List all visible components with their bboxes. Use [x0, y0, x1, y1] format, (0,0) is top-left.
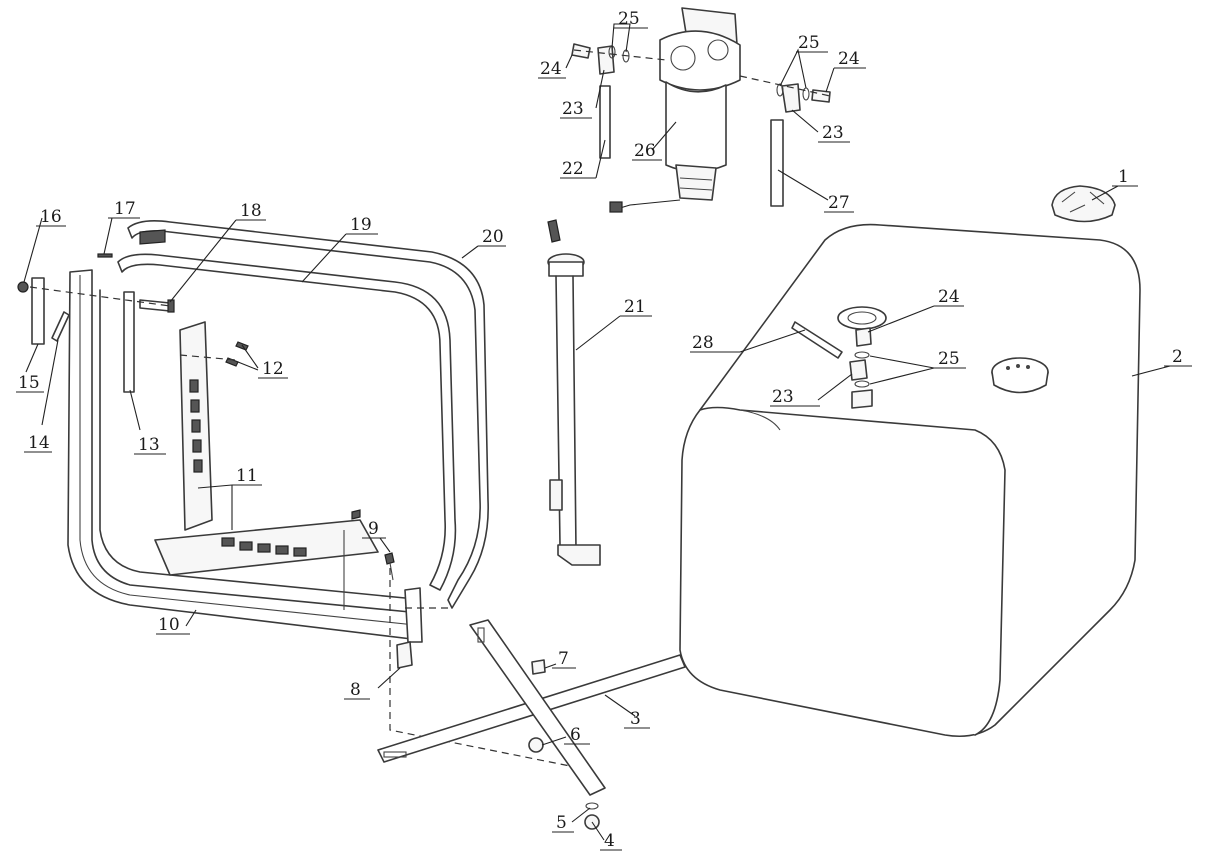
callout-19: 19 [350, 215, 372, 235]
fuel-cap [1051, 185, 1116, 223]
plate-13 [123, 291, 135, 393]
hose-22 [599, 85, 611, 159]
callout-27: 27 [828, 193, 850, 213]
bolt-7 [531, 659, 546, 675]
callout-8: 8 [350, 680, 361, 700]
callout-24-b: 24 [838, 49, 860, 69]
fuel-level-sender [547, 219, 601, 566]
adapter-top [851, 389, 873, 409]
sender-flange [837, 306, 887, 330]
callout-21: 21 [624, 297, 646, 317]
hose-27 [770, 119, 784, 207]
callout-1: 1 [1118, 167, 1129, 187]
callout-18: 18 [240, 201, 262, 221]
callout-10: 10 [158, 615, 180, 635]
fitting-23-top [849, 359, 868, 381]
callout-22: 22 [562, 159, 584, 179]
callout-2: 2 [1172, 347, 1183, 367]
callout-labels: 1 2 3 4 5 6 7 8 9 10 11 12 13 14 15 16 1… [18, 9, 1183, 851]
callout-9: 9 [368, 519, 379, 539]
bracket-11 [154, 321, 379, 576]
nut-6 [528, 737, 544, 753]
callout-13: 13 [138, 435, 160, 455]
filler-neck [991, 357, 1049, 394]
fitting-23-right [781, 83, 801, 113]
screw-9b [343, 509, 361, 610]
callout-4: 4 [604, 831, 615, 851]
callout-3: 3 [630, 709, 641, 729]
callout-23-a: 23 [562, 99, 584, 119]
bolt-18 [139, 299, 175, 313]
cross-strap-3 [377, 619, 686, 796]
banjo-bolt-24-top [855, 327, 872, 347]
callout-12: 12 [262, 359, 284, 379]
callout-24-a: 24 [540, 59, 562, 79]
pin-17 [97, 253, 113, 258]
pin-14 [51, 311, 70, 342]
callout-5: 5 [556, 813, 567, 833]
strap-20 [127, 220, 489, 609]
callout-24-c: 24 [938, 287, 960, 307]
callout-14: 14 [28, 433, 50, 453]
callout-6: 6 [570, 725, 581, 745]
leader-lines [16, 23, 1192, 851]
fuel-filter-26 [609, 7, 741, 213]
callout-20: 20 [482, 227, 504, 247]
nut-8 [396, 641, 413, 669]
callout-7: 7 [558, 649, 569, 669]
fitting-23-left [597, 45, 615, 75]
strap-19 [117, 253, 457, 591]
bolt-16 [17, 281, 29, 293]
washer-5 [585, 802, 599, 810]
pipe-28 [791, 321, 843, 359]
washers-25-top [854, 351, 870, 388]
callout-11: 11 [236, 466, 258, 486]
callout-17: 17 [114, 199, 136, 219]
callout-23-c: 23 [772, 387, 794, 407]
callout-28: 28 [692, 333, 714, 353]
callout-26: 26 [634, 141, 656, 161]
callout-25-b: 25 [798, 33, 820, 53]
fuel-tank [679, 223, 1141, 738]
screw-9 [384, 552, 395, 581]
callout-25-a: 25 [618, 9, 640, 29]
banjo-bolt-24-left [571, 43, 591, 59]
mounting-frame [67, 269, 423, 643]
screw-12 [225, 341, 249, 367]
callout-15: 15 [18, 373, 40, 393]
callout-25-c: 25 [938, 349, 960, 369]
callout-16: 16 [40, 207, 62, 227]
callout-23-b: 23 [822, 123, 844, 143]
